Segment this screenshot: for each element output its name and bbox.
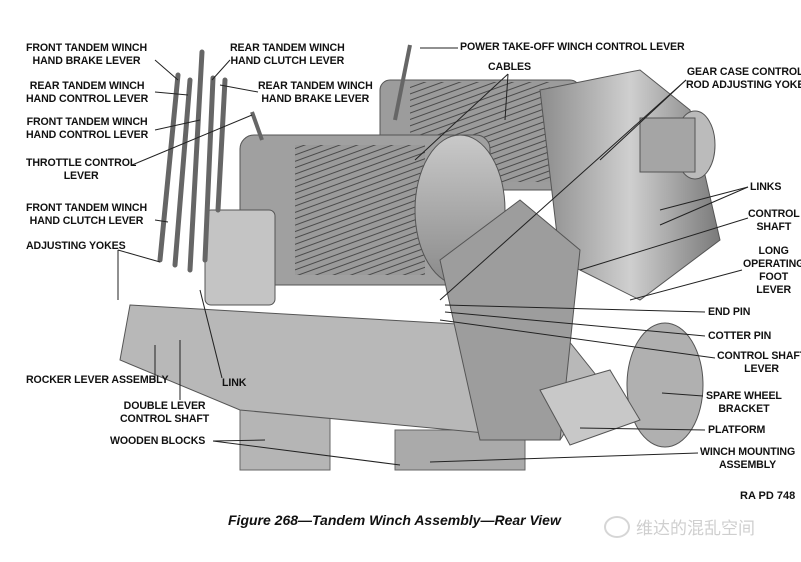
label-line: SHAFT: [756, 221, 792, 233]
label-line: LEVER: [756, 284, 792, 296]
label-line: LEVER: [63, 170, 99, 182]
label-line: HAND CLUTCH LEVER: [29, 215, 144, 227]
watermark-text: 维达的混乱空间: [636, 519, 755, 538]
label-pto-lever: POWER TAKE-OFF WINCH CONTROL LEVER: [460, 41, 685, 53]
leader-lines: [117, 47, 749, 466]
spare-wheel-bracket: [626, 322, 704, 448]
label-line: HAND CONTROL LEVER: [26, 129, 149, 141]
brake-box: [204, 209, 276, 306]
watermark: 维达的混乱空间: [604, 514, 755, 539]
label-line: CONTROL SHAFT: [120, 413, 210, 425]
platform: [539, 369, 641, 446]
label-line: REAR TANDEM WINCH: [29, 80, 145, 92]
label-line: DOUBLE LEVER: [123, 400, 206, 412]
label-line: CONTROL SHAFT: [717, 350, 801, 362]
front-drum-cable: [295, 145, 425, 275]
figure-reference: RA PD 748: [740, 490, 796, 502]
label-line: WINCH MOUNTING: [700, 446, 796, 458]
hand-levers: [157, 49, 228, 273]
label-line: ROD ADJUSTING YOKE: [686, 79, 801, 91]
label-line: REAR TANDEM WINCH: [230, 42, 345, 54]
label-line: REAR TANDEM WINCH: [258, 80, 373, 92]
label-cables: CABLES: [488, 61, 531, 73]
label-platform: PLATFORM: [708, 424, 766, 436]
label-line: HAND CLUTCH LEVER: [230, 55, 345, 67]
label-line: GEAR CASE CONTROL: [686, 66, 801, 78]
label-link: LINK: [222, 377, 247, 389]
label-line: LEVER: [744, 363, 779, 375]
label-line: THROTTLE CONTROL: [26, 157, 137, 169]
label-line: HAND CONTROL LEVER: [26, 93, 149, 105]
label-line: ASSEMBLY: [719, 459, 777, 471]
wechat-icon: [604, 515, 630, 538]
label-line: FRONT TANDEM WINCH: [26, 116, 148, 128]
bracket-plate: [439, 199, 581, 441]
label-line: BRACKET: [718, 403, 770, 415]
label-rocker-lever: ROCKER LEVER ASSEMBLY: [26, 374, 169, 386]
label-line: OPERATING: [743, 258, 801, 270]
label-cotter-pin: COTTER PIN: [708, 330, 772, 342]
label-line: LONG: [758, 245, 789, 257]
label-line: FRONT TANDEM WINCH: [26, 42, 147, 54]
label-line: FOOT: [759, 271, 789, 283]
label-wooden-blocks: WOODEN BLOCKS: [110, 435, 206, 447]
label-line: FRONT TANDEM WINCH: [26, 202, 147, 214]
label-adjusting-yokes: ADJUSTING YOKES: [26, 240, 126, 252]
label-end-pin: END PIN: [708, 306, 751, 318]
label-line: CONTROL: [748, 208, 800, 220]
figure-caption: Figure 268—Tandem Winch Assembly—Rear Vi…: [228, 512, 561, 528]
label-line: HAND BRAKE LEVER: [261, 93, 370, 105]
label-line: HAND BRAKE LEVER: [32, 55, 141, 67]
label-line: SPARE WHEEL: [706, 390, 782, 402]
label-links: LINKS: [750, 181, 782, 193]
